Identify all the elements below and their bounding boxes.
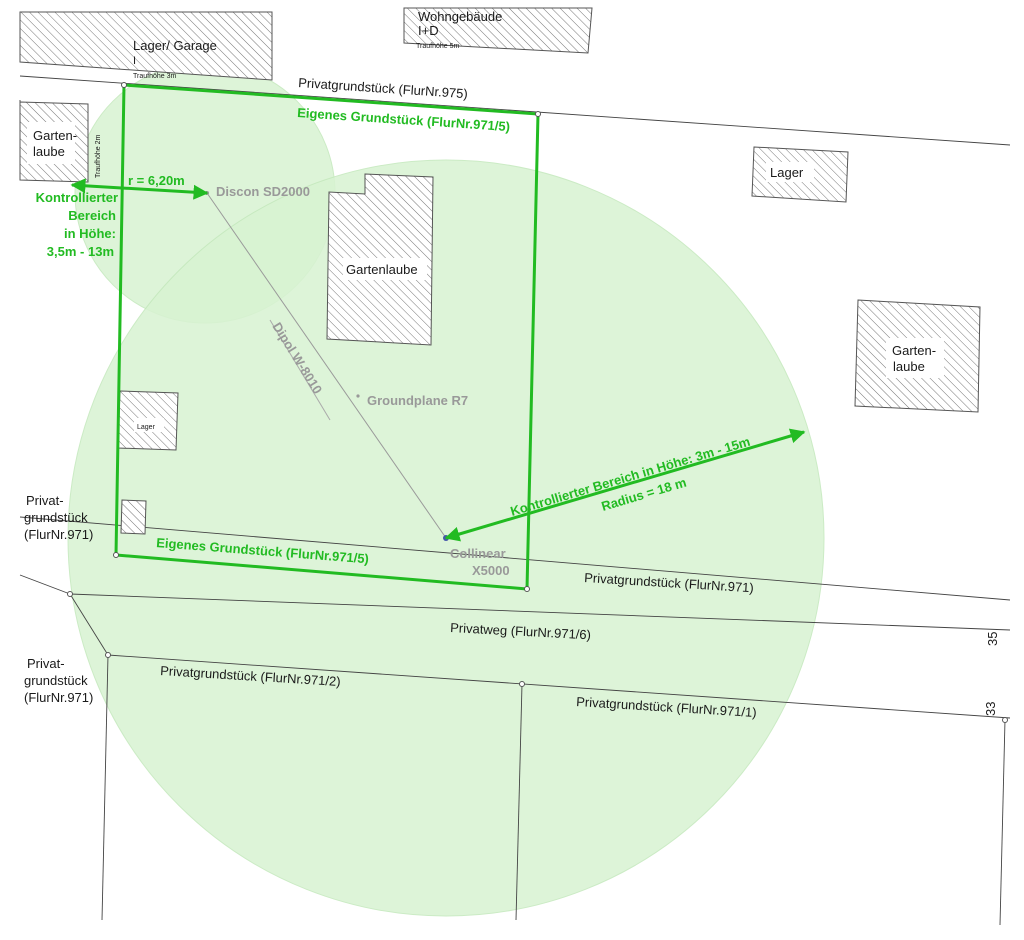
parcel-label-left-upper: Privat- grundstück (FlurNr.971) xyxy=(24,493,93,542)
collinear-antenna-label-line2: X5000 xyxy=(472,563,510,578)
parcel-label-left-lower: Privat- grundstück (FlurNr.971) xyxy=(24,656,93,705)
parcel-lines xyxy=(19,75,1011,926)
parcel-label-left-upper-line3: (FlurNr.971) xyxy=(24,527,93,542)
building-lager-right: Lager xyxy=(751,146,849,203)
house-number-33: 33 xyxy=(983,702,998,716)
parcel-label-left-lower-line3: (FlurNr.971) xyxy=(24,690,93,705)
collinear-antenna-label-line1: Collinear xyxy=(450,546,506,561)
building-lager-garage-storey: I xyxy=(133,55,136,67)
building-wohngebaeude: Wohngebäude I+D Traufhöhe 5m xyxy=(403,7,593,54)
building-lager-garage-eave: Traufhöhe 3m xyxy=(133,73,176,80)
parcel-corner-points xyxy=(67,82,1008,723)
groundplane-antenna-point xyxy=(356,394,360,398)
building-wohngebaeude-storey: I+D xyxy=(418,23,439,38)
building-gartenlaube-right-line2: laube xyxy=(893,359,925,374)
building-gartenlaube-left: Garten- laube Traufhöhe 2m xyxy=(19,101,102,183)
building-gartenlaube-left-line2: laube xyxy=(33,144,65,159)
zone-small-radius-label: r = 6,20m xyxy=(128,173,185,188)
building-lager-garage-label: Lager/ Garage xyxy=(133,38,217,53)
building-shed-small xyxy=(120,499,147,535)
radius-arrow-large xyxy=(444,428,806,542)
parcel-label-left-upper-line1: Privat- xyxy=(26,493,64,508)
building-lager-small: Lager xyxy=(117,390,179,451)
building-gartenlaube-left-line1: Garten- xyxy=(33,128,77,143)
parcel-label-left-lower-line1: Privat- xyxy=(27,656,65,671)
building-gartenlaube-right-line1: Garten- xyxy=(892,343,936,358)
building-gartenlaube-center-label: Gartenlaube xyxy=(346,262,418,277)
house-number-35: 35 xyxy=(985,632,1000,646)
building-gartenlaube-center: Gartenlaube xyxy=(326,173,434,346)
radius-arrow-small xyxy=(70,178,209,200)
discon-antenna-label: Discon SD2000 xyxy=(216,184,310,199)
parcel-label-left-lower-line2: grundstück xyxy=(24,673,88,688)
zone-small-label-line4: 3,5m - 13m xyxy=(47,244,114,259)
building-wohngebaeude-eave: Traufhöhe 5m xyxy=(416,43,459,50)
building-wohngebaeude-label: Wohngebäude xyxy=(418,9,502,24)
zone-small-label-line2: Bereich xyxy=(68,208,116,223)
antenna-feed-line xyxy=(206,192,447,539)
road-label: Privatweg (FlurNr.971/6) xyxy=(450,620,591,642)
building-gartenlaube-left-eave: Traufhöhe 2m xyxy=(95,135,102,178)
zone-small-label-line1: Kontrollierter xyxy=(36,190,118,205)
zone-small-label-line3: in Höhe: xyxy=(64,226,116,241)
building-gartenlaube-right: Garten- laube xyxy=(854,299,981,413)
groundplane-antenna-label: Groundplane R7 xyxy=(367,393,468,408)
building-lager-right-label: Lager xyxy=(770,165,804,180)
building-lager-small-label: Lager xyxy=(137,424,156,431)
building-lager-garage: Lager/ Garage I Traufhöhe 3m xyxy=(19,11,273,81)
parcel-label-left-upper-line2: grundstück xyxy=(24,510,88,525)
dipol-antenna xyxy=(269,319,331,421)
